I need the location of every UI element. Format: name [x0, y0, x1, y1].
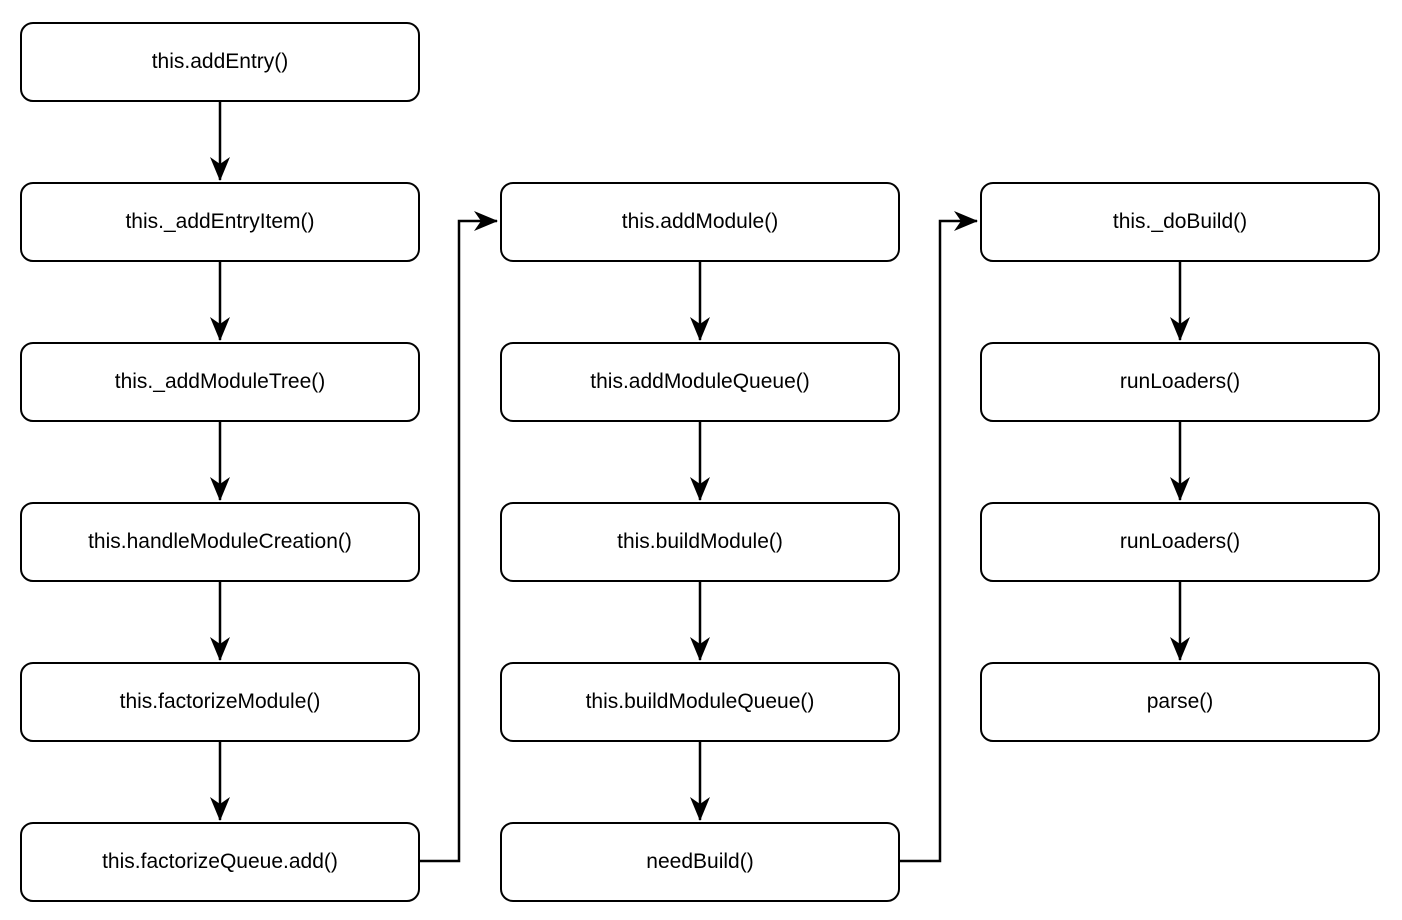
node-add-entry: this.addEntry()	[20, 22, 420, 102]
node-build-module-queue: this.buildModuleQueue()	[500, 662, 900, 742]
node-do-build: this._doBuild()	[980, 182, 1380, 262]
node-add-entry-item: this._addEntryItem()	[20, 182, 420, 262]
node-add-module: this.addModule()	[500, 182, 900, 262]
node-add-module-queue: this.addModuleQueue()	[500, 342, 900, 422]
node-add-module-tree: this._addModuleTree()	[20, 342, 420, 422]
node-run-loaders-1: runLoaders()	[980, 342, 1380, 422]
node-factorize-queue-add: this.factorizeQueue.add()	[20, 822, 420, 902]
connector-factorizequeueadd-to-addmodule	[420, 211, 498, 863]
node-factorize-module: this.factorizeModule()	[20, 662, 420, 742]
node-need-build: needBuild()	[500, 822, 900, 902]
connector-needbuild-to-dobuild	[899, 211, 978, 863]
node-parse: parse()	[980, 662, 1380, 742]
node-run-loaders-2: runLoaders()	[980, 502, 1380, 582]
node-handle-module-creation: this.handleModuleCreation()	[20, 502, 420, 582]
node-build-module: this.buildModule()	[500, 502, 900, 582]
